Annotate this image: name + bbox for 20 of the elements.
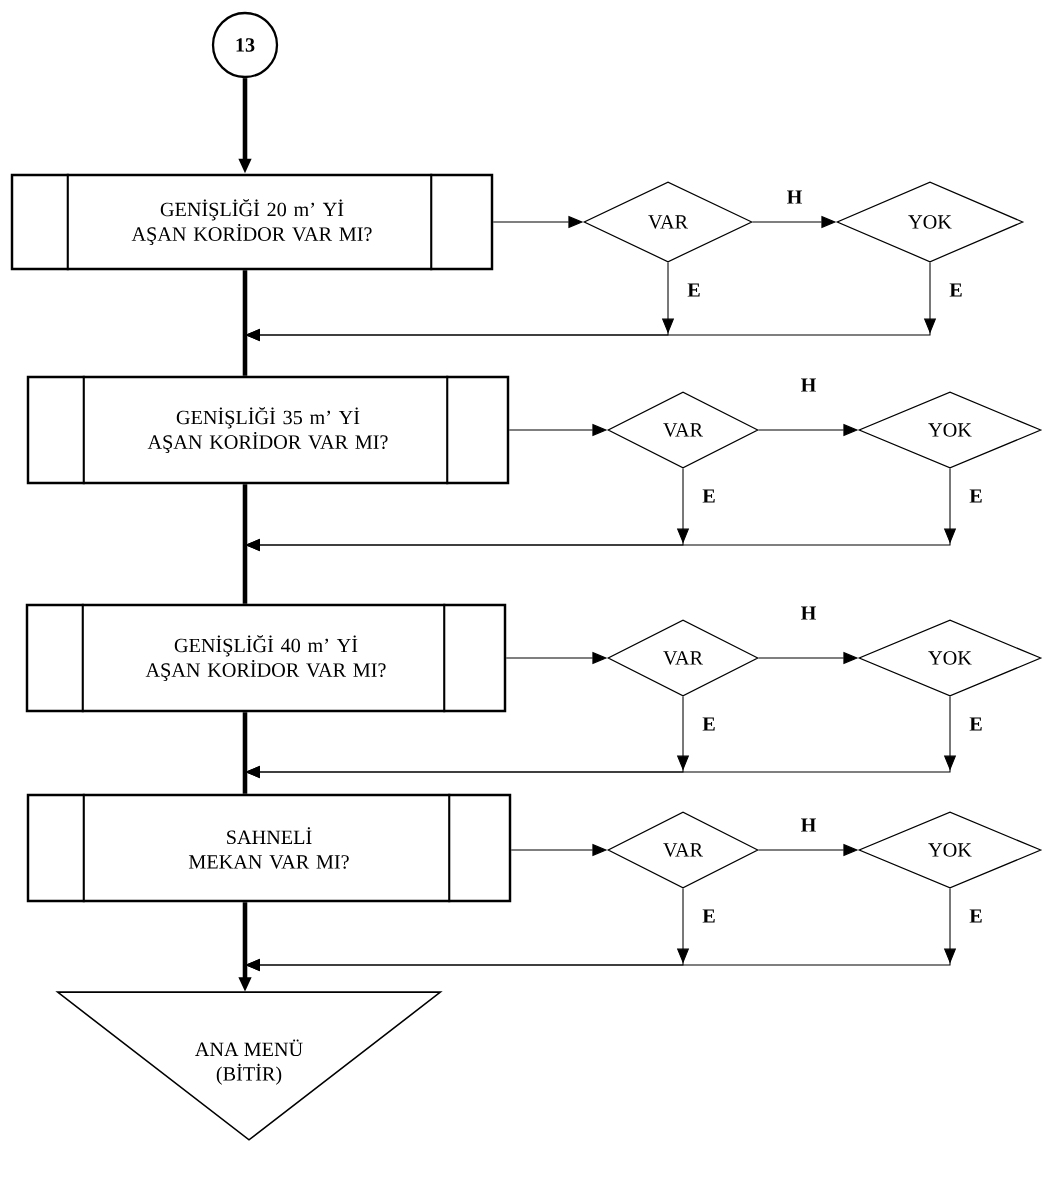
- edge-label: H: [798, 604, 819, 622]
- arrow: [245, 888, 957, 972]
- edge-label: H: [798, 816, 819, 834]
- process-box: GENİŞLİĞİ 40 m’ Yİ AŞAN KORİDOR VAR MI?: [25, 603, 507, 713]
- arrow: [245, 468, 957, 552]
- edge-label: E: [700, 715, 718, 733]
- process-box: SAHNELİ MEKAN VAR MI?: [26, 793, 512, 903]
- edge-label: E: [700, 487, 718, 505]
- edge-label: E: [967, 487, 985, 505]
- arrow: [245, 696, 957, 779]
- edge-label: H: [784, 188, 805, 206]
- edge-label: E: [947, 281, 965, 299]
- edge-label: H: [798, 376, 819, 394]
- process-box: GENİŞLİĞİ 20 m’ Yİ AŞAN KORİDOR VAR MI?: [10, 173, 494, 271]
- process-box: GENİŞLİĞİ 35 m’ Yİ AŞAN KORİDOR VAR MI?: [26, 375, 510, 485]
- edge-label: E: [685, 281, 703, 299]
- edge-label: E: [967, 715, 985, 733]
- edge-label: E: [700, 907, 718, 925]
- edge-label: E: [967, 907, 985, 925]
- arrow: [245, 262, 937, 342]
